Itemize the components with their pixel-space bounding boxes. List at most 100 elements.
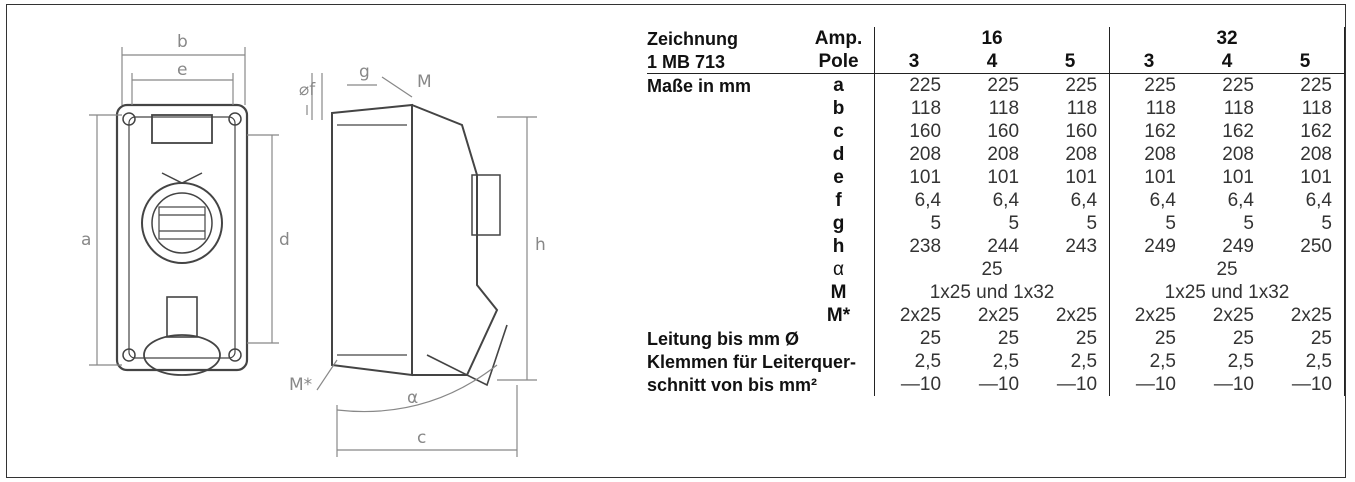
value-cell: 2x25 [1212,304,1254,326]
value-cell: 5 [1109,212,1188,235]
value-cell: —10 [1213,373,1254,395]
value-cell: 2,5 [1265,350,1345,373]
value-cell: 208 [1109,143,1188,166]
value-cell: 5 [1243,212,1254,234]
alpha-16: 25 [874,258,1110,281]
value-cell: 2,5 [874,350,954,373]
value-cell: —10 [1265,373,1345,396]
value-cell: 2,5 [1109,350,1188,373]
klemmen-label: Klemmen für Leiterquer- [647,351,857,372]
row-schnitt: schnitt von bis mm² —10 —10 —10 —10 —10 … [647,373,1345,396]
value-cell: 101 [874,166,954,189]
header-16a: 16 [874,27,1110,50]
value-cell: 208 [874,143,954,166]
header-zeichnung: Zeichnung [647,28,738,49]
M-16: 1x25 und 1x32 [874,281,1110,304]
value-cell: 160 [874,120,954,143]
header-32a: 32 [1109,27,1345,50]
value-cell: 250 [1265,235,1345,258]
row-key: α [833,258,845,280]
value-cell: 101 [1109,166,1188,189]
value-cell: 25 [1075,327,1098,349]
value-cell: 249 [1109,235,1188,258]
value-cell: 2x25 [1109,304,1188,327]
value-cell: 225 [1265,73,1345,97]
header-model: 1 MB 713 [647,50,803,74]
value-cell: 6,4 [1070,189,1098,211]
row-key: f [835,189,842,211]
value-cell: 2x25 [977,304,1020,326]
value-cell: 249 [1222,235,1254,257]
value-cell: 243 [1065,235,1098,257]
technical-drawing: b e a d ⌀f g M h M* α c [81,32,546,457]
alpha-32: 25 [1109,258,1345,281]
dim-label-b: b [177,32,188,52]
dim-label-a: a [81,230,91,250]
value-cell: 6,4 [1227,189,1254,211]
header-amp: Amp. [814,27,863,49]
leitung-label: Leitung bis mm Ø [647,328,800,349]
value-cell: 244 [987,235,1020,257]
dimension-row: h 238 244 243 249 249 250 [647,235,1345,258]
value-cell: 5 [1086,212,1098,234]
value-cell: 2x25 [1055,304,1098,326]
value-cell: —10 [978,373,1020,395]
dim-label-f: ⌀f [299,80,316,100]
value-cell: 118 [988,97,1020,119]
value-cell: 101 [987,166,1020,188]
row-key: M [830,281,847,303]
value-cell: 118 [1109,97,1188,120]
section-label: Maße in mm [647,75,752,96]
dim-label-d: d [279,230,290,250]
header-pole: Pole [802,50,875,74]
pole-cell: 3 [1109,50,1188,74]
value-cell: 162 [1222,120,1254,142]
value-cell: 118 [874,97,954,120]
value-cell: 162 [1265,120,1345,143]
value-cell: 2x25 [1265,304,1345,327]
header-row-amp: Zeichnung Amp. 16 32 [647,27,1345,50]
value-cell: —10 [1056,373,1098,395]
row-key: d [832,143,845,165]
row-key: h [832,235,845,257]
value-cell: 2x25 [874,304,954,327]
value-cell: 225 [1222,74,1254,96]
value-cell: 238 [874,235,954,258]
row-key: g [832,212,845,234]
row-Mstar: M* 2x25 2x25 2x25 2x25 2x25 2x25 [647,304,1345,327]
pole-cell: 5 [1031,50,1110,74]
pole-cell: 4 [953,50,1032,74]
value-cell: 208 [987,143,1020,165]
row-klemmen: Klemmen für Leiterquer- 2,5 2,5 2,5 2,5 … [647,350,1345,373]
dim-label-e: e [177,60,187,80]
value-cell: 118 [1223,97,1254,119]
value-cell: 6,4 [874,189,954,212]
value-cell: 160 [987,120,1020,142]
value-cell: 225 [1109,73,1188,97]
value-cell: 208 [1265,143,1345,166]
value-cell: 160 [1065,120,1098,142]
row-key: c [833,120,844,142]
dim-label-Mstar: M* [289,375,312,395]
value-cell: 5 [1265,212,1345,235]
value-cell: 25 [874,327,954,350]
value-cell: 2,5 [1070,350,1098,372]
value-cell: 2,5 [992,350,1020,372]
dim-label-g: g [359,62,370,82]
value-cell: 5 [1008,212,1020,234]
spec-table: Zeichnung Amp. 16 32 1 MB 713 Pole 3 4 5… [647,27,1345,396]
row-key: a [833,74,844,96]
value-cell: 25 [1265,327,1345,350]
value-cell: 25 [1232,327,1254,349]
value-cell: 25 [997,327,1020,349]
value-cell: 101 [1265,166,1345,189]
value-cell: 118 [1066,97,1098,119]
value-cell: 5 [874,212,954,235]
